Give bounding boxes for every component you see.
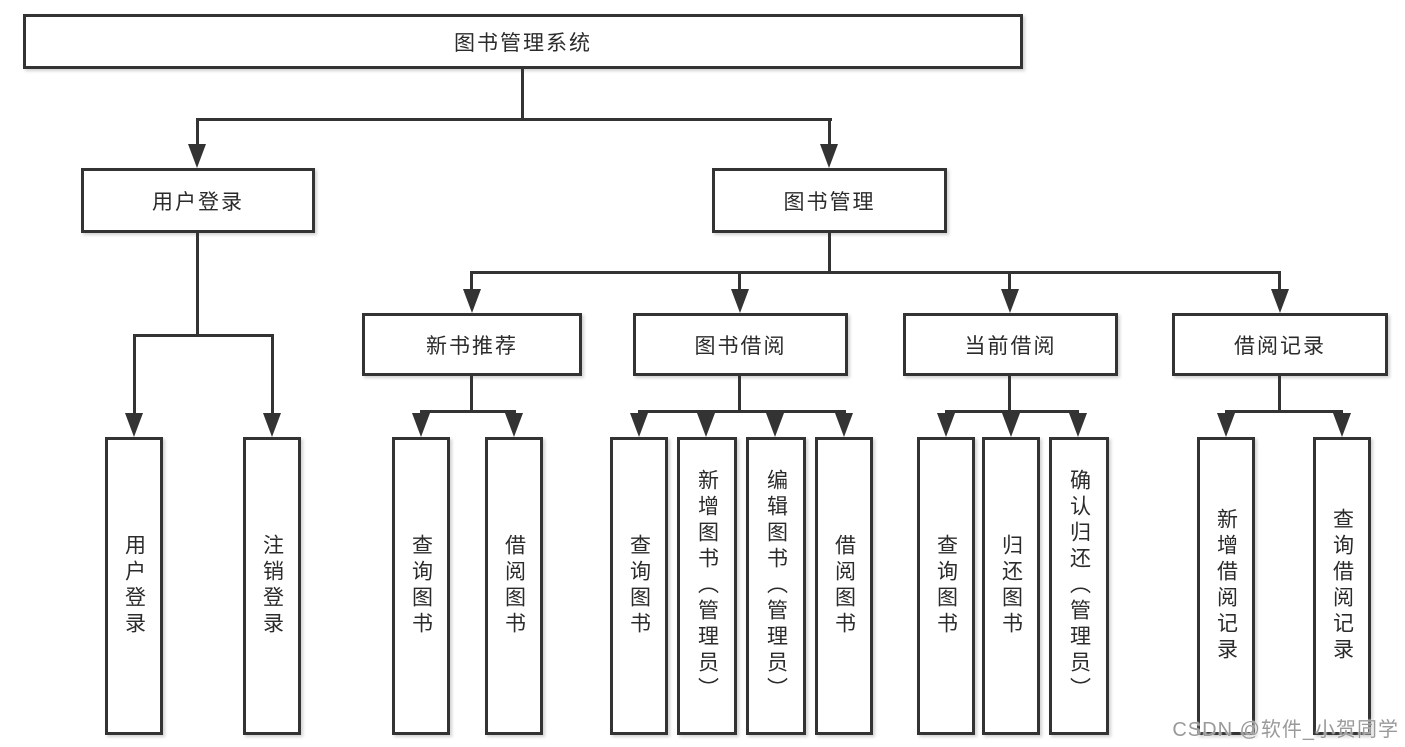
leaf-label: 新增借阅记录	[1214, 508, 1238, 664]
root-node-label: 图书管理系统	[454, 31, 592, 55]
connector-drop-borrow-record	[1278, 271, 1281, 291]
arrow-down-icon	[835, 413, 853, 437]
node-book-borrow: 图书借阅	[633, 313, 848, 376]
leaf-query-borrow-record: 查询借阅记录	[1313, 437, 1371, 735]
leaf-borrow-books: 借阅图书	[815, 437, 873, 735]
connector-drop-leaf	[271, 334, 274, 416]
connector-user-login-stem	[196, 233, 199, 337]
arrow-down-icon	[766, 413, 784, 437]
connector-drop-current-borrow	[1008, 271, 1011, 291]
arrow-down-icon	[125, 413, 143, 437]
leaf-edit-books-admin: 编辑图书（管理员）	[746, 437, 806, 735]
leaf-label: 注销登录	[260, 534, 284, 638]
arrow-down-icon	[1217, 413, 1235, 437]
arrow-down-icon	[463, 289, 481, 313]
connector-drop-book-borrow	[738, 271, 741, 291]
leaf-return-books: 归还图书	[982, 437, 1040, 735]
connector-root-stem	[521, 69, 524, 121]
arrow-down-icon	[412, 413, 430, 437]
node-new-book-recommend-label: 新书推荐	[426, 334, 518, 358]
node-user-login-label: 用户登录	[152, 190, 244, 214]
arrow-down-icon	[630, 413, 648, 437]
connector-book-management-stem	[828, 233, 831, 274]
leaf-borrow-books-newbook: 借阅图书	[485, 437, 543, 735]
arrow-down-icon	[263, 413, 281, 437]
arrow-down-icon	[1333, 413, 1351, 437]
leaf-query-books-borrow: 查询图书	[610, 437, 668, 735]
connector-user-login-rail	[133, 334, 274, 337]
leaf-label: 查询图书	[409, 534, 433, 638]
connector-book-borrow-stem	[738, 376, 741, 412]
leaf-label: 查询借阅记录	[1330, 508, 1354, 664]
connector-new-book-rail	[420, 410, 516, 413]
arrow-down-icon	[697, 413, 715, 437]
leaf-query-books-newbook: 查询图书	[392, 437, 450, 735]
node-current-borrow: 当前借阅	[903, 313, 1118, 376]
leaf-label: 确认归还（管理员）	[1067, 469, 1091, 703]
connector-borrow-record-rail	[1225, 410, 1343, 413]
leaf-label: 用户登录	[122, 534, 146, 638]
connector-drop-new-book	[470, 271, 473, 291]
connector-new-book-stem	[470, 376, 473, 412]
arrow-down-icon	[188, 144, 206, 168]
arrow-down-icon	[1069, 413, 1087, 437]
leaf-label: 查询图书	[627, 534, 651, 638]
connector-book-borrow-rail	[638, 410, 846, 413]
leaf-confirm-return-admin: 确认归还（管理员）	[1049, 437, 1109, 735]
arrow-down-icon	[1001, 289, 1019, 313]
connector-level3-rail	[470, 271, 1281, 274]
csdn-watermark: CSDN @软件_小贺同学	[1172, 719, 1399, 741]
node-book-management: 图书管理	[712, 168, 947, 233]
node-borrow-record: 借阅记录	[1172, 313, 1388, 376]
arrow-down-icon	[731, 289, 749, 313]
arrow-down-icon	[820, 144, 838, 168]
leaf-label: 新增图书（管理员）	[695, 469, 719, 703]
arrow-down-icon	[1002, 413, 1020, 437]
node-borrow-record-label: 借阅记录	[1234, 334, 1326, 358]
connector-borrow-record-stem	[1278, 376, 1281, 412]
arrow-down-icon	[1271, 289, 1289, 313]
connector-drop-user-login	[196, 118, 199, 147]
arrow-down-icon	[937, 413, 955, 437]
leaf-label: 归还图书	[999, 534, 1023, 638]
leaf-add-books-admin: 新增图书（管理员）	[677, 437, 737, 735]
leaf-label: 编辑图书（管理员）	[764, 469, 788, 703]
leaf-query-books-current: 查询图书	[917, 437, 975, 735]
connector-drop-book-management	[828, 118, 831, 147]
leaf-logout: 注销登录	[243, 437, 301, 735]
node-book-management-label: 图书管理	[783, 190, 876, 214]
node-current-borrow-label: 当前借阅	[964, 334, 1057, 358]
connector-current-borrow-rail	[945, 410, 1079, 413]
connector-drop-leaf	[133, 334, 136, 416]
root-node-library-system: 图书管理系统	[23, 14, 1023, 69]
leaf-label: 借阅图书	[502, 534, 526, 638]
node-user-login: 用户登录	[81, 168, 315, 233]
connector-level2-rail	[196, 118, 832, 121]
leaf-user-login: 用户登录	[105, 437, 163, 735]
arrow-down-icon	[505, 413, 523, 437]
node-new-book-recommend: 新书推荐	[362, 313, 582, 376]
leaf-add-borrow-record: 新增借阅记录	[1197, 437, 1255, 735]
node-book-borrow-label: 图书借阅	[694, 334, 787, 358]
connector-current-borrow-stem	[1008, 376, 1011, 412]
leaf-label: 借阅图书	[832, 534, 856, 638]
leaf-label: 查询图书	[934, 534, 958, 638]
